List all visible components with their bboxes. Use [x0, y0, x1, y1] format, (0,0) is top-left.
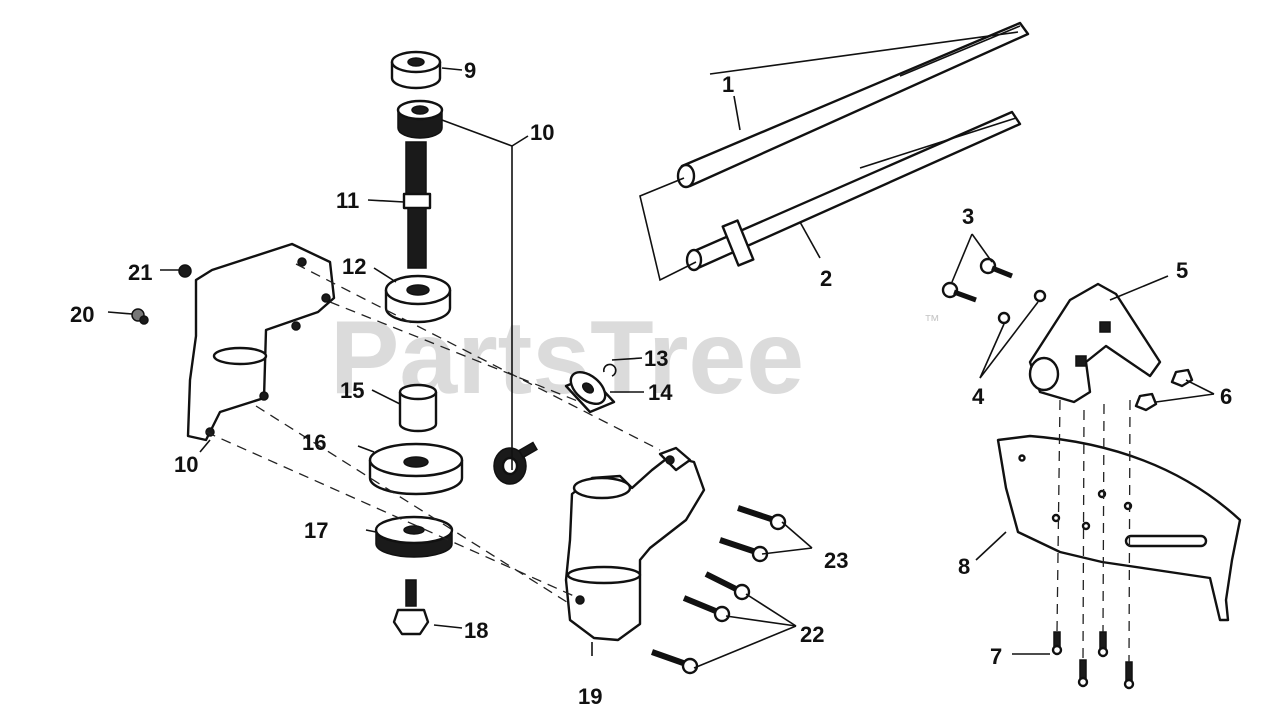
part-23-screw[interactable]: [737, 505, 787, 531]
part-7-screw[interactable]: [1123, 661, 1135, 690]
part-20-screw[interactable]: [131, 308, 149, 325]
assembly-lines: [205, 263, 1131, 663]
callout-1: 1: [722, 72, 734, 97]
callout-20: 20: [70, 302, 94, 327]
callout-10-gear: 10: [530, 120, 554, 145]
callout-8: 8: [958, 554, 970, 579]
callout-14: 14: [648, 380, 673, 405]
callout-9: 9: [464, 58, 476, 83]
callout-4: 4: [972, 384, 985, 409]
part-7-screw[interactable]: [1077, 659, 1089, 688]
part-2-drive-shaft[interactable]: [685, 110, 1022, 272]
part-4-washer[interactable]: [997, 311, 1011, 325]
callout-10-housing: 10: [174, 452, 198, 477]
part-10-upper-gear-housing[interactable]: [186, 242, 336, 442]
part-12-bearing[interactable]: [384, 274, 452, 324]
part-7-screw[interactable]: [1097, 631, 1109, 658]
callout-labels: 1 2 3 4 5 6 7 8 9 10 10 11 12 13 14 15 1…: [70, 58, 1232, 709]
part-22-screw[interactable]: [704, 571, 751, 601]
callout-21: 21: [128, 260, 152, 285]
part-19-lower-gear-housing[interactable]: [564, 446, 706, 642]
callout-22: 22: [800, 622, 824, 647]
part-21-screw[interactable]: [178, 264, 192, 278]
part-3-screw[interactable]: [941, 281, 977, 303]
callout-16: 16: [302, 430, 326, 455]
part-22-screw[interactable]: [651, 649, 699, 675]
callout-2: 2: [820, 266, 832, 291]
callout-6: 6: [1220, 384, 1232, 409]
part-23-screw[interactable]: [719, 537, 769, 563]
leader-lines: [107, 67, 1215, 669]
part-4-washer[interactable]: [1033, 289, 1047, 303]
callout-18: 18: [464, 618, 488, 643]
callout-19: 19: [578, 684, 602, 709]
part-3-screw[interactable]: [979, 257, 1013, 279]
part-10-gear[interactable]: [396, 99, 444, 139]
part-1-2-group-bracket: [639, 177, 697, 282]
part-5-shield-bracket[interactable]: [1028, 282, 1162, 404]
part-15-bushing[interactable]: [398, 383, 438, 433]
trademark-symbol: ™: [924, 313, 940, 330]
part-9-bearing[interactable]: [390, 50, 442, 90]
callout-7: 7: [990, 644, 1002, 669]
part-14-bearing[interactable]: [564, 366, 616, 414]
callout-15: 15: [340, 378, 364, 403]
callout-12: 12: [342, 254, 366, 279]
callout-5: 5: [1176, 258, 1188, 283]
part-17-blade-adapter[interactable]: [374, 515, 454, 558]
part-18-bolt[interactable]: [392, 579, 430, 636]
part-22-screw[interactable]: [682, 595, 731, 623]
part-13-retaining-ring[interactable]: [603, 363, 617, 377]
part-16-ring[interactable]: [368, 442, 464, 496]
callout-17: 17: [304, 518, 328, 543]
part-10-pinion-gear[interactable]: [493, 441, 538, 485]
callout-13: 13: [644, 346, 668, 371]
part-8-shield[interactable]: [996, 434, 1242, 622]
part-1-drive-shaft[interactable]: [676, 21, 1030, 189]
part-6-nut[interactable]: [1170, 368, 1194, 388]
callout-3: 3: [962, 204, 974, 229]
part-6-nut[interactable]: [1134, 392, 1158, 412]
callout-11: 11: [336, 188, 359, 213]
part-11-spindle[interactable]: [402, 141, 432, 269]
callout-23: 23: [824, 548, 848, 573]
part-7-screw[interactable]: [1051, 631, 1063, 656]
